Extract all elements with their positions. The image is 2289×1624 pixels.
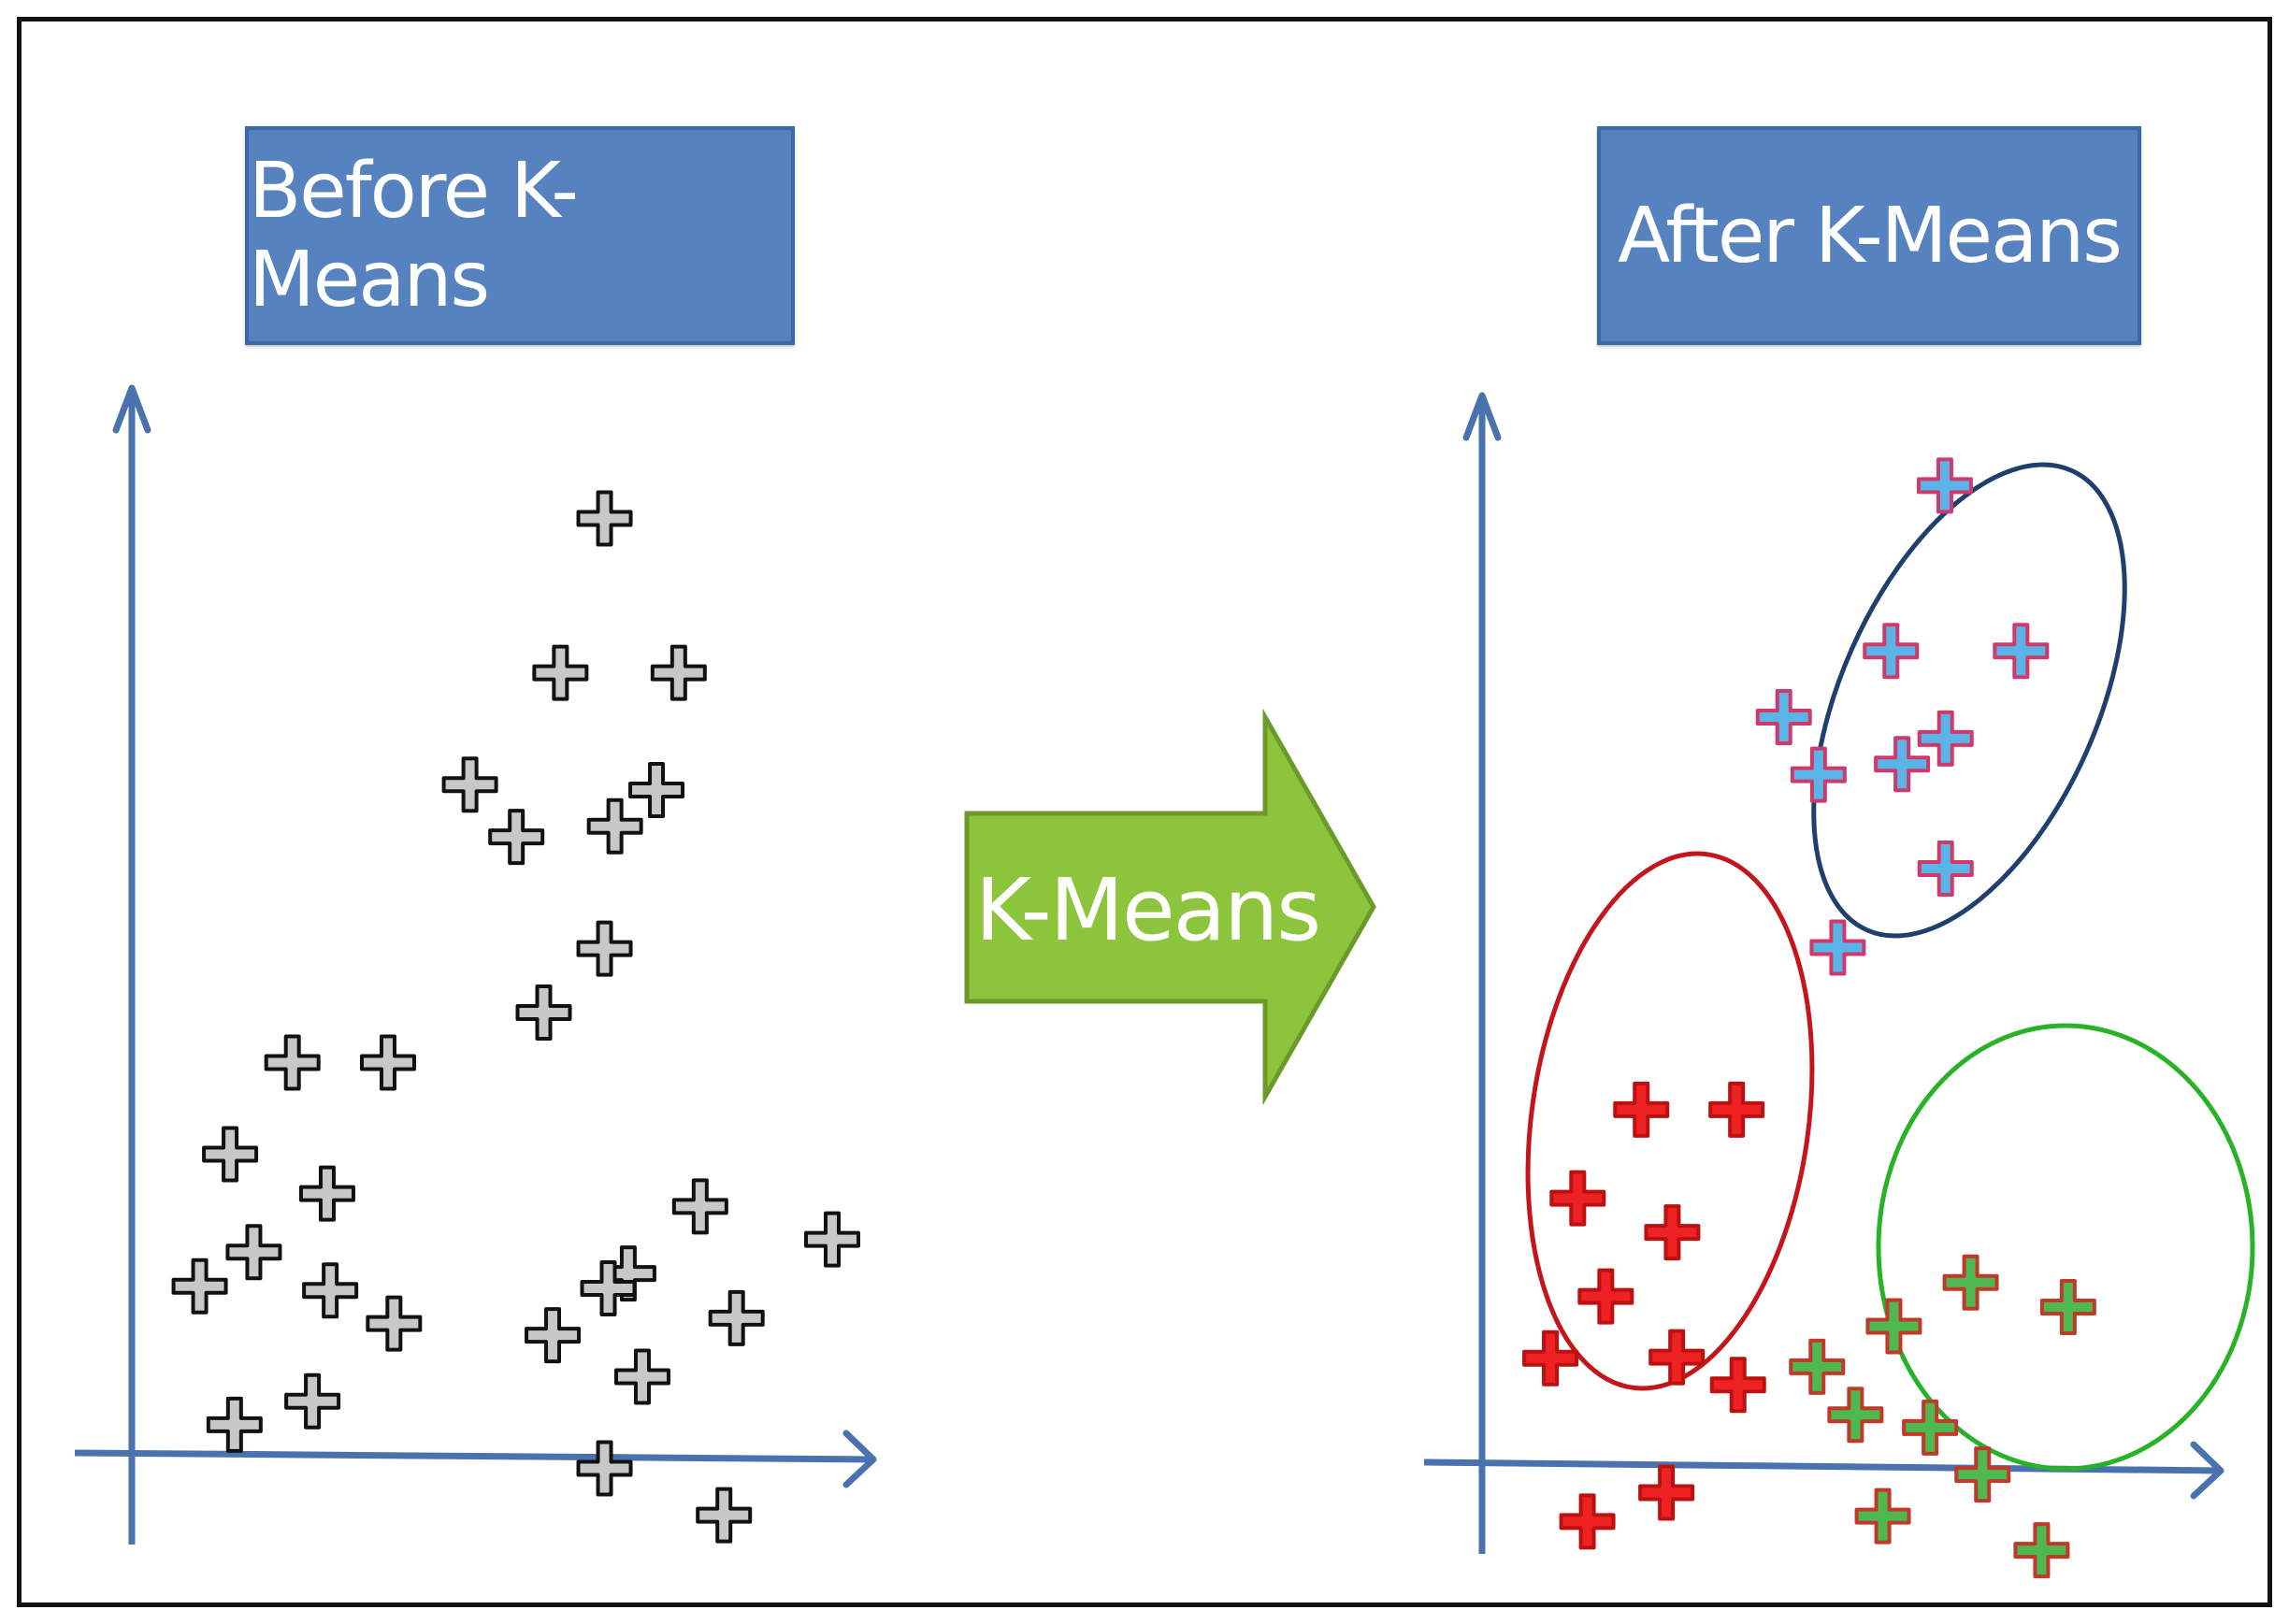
green-cluster-point	[1942, 1254, 1999, 1311]
before-data-point	[532, 644, 589, 701]
before-data-point	[650, 644, 707, 701]
blue-cluster-point	[1916, 457, 1973, 514]
green-cluster-point	[1865, 1298, 1922, 1355]
blue-cluster-point	[1917, 710, 1974, 767]
blue-cluster-point	[1874, 736, 1931, 793]
after-x-axis-arrowhead	[2190, 1441, 2224, 1500]
blue-cluster-point	[1863, 623, 1920, 680]
red-cluster-point	[1709, 1357, 1766, 1414]
kmeans-arrow	[964, 708, 1376, 1106]
before-data-point	[628, 761, 685, 818]
before-data-point	[441, 756, 498, 813]
before-y-axis-arrowhead	[112, 384, 151, 434]
before-data-point	[298, 1165, 355, 1222]
before-data-point	[302, 1262, 359, 1319]
before-data-point	[671, 1178, 728, 1235]
blue-cluster-point	[1993, 623, 2050, 680]
red-cluster-point	[1522, 1329, 1579, 1387]
after-y-axis-arrowhead	[1462, 392, 1502, 441]
before-data-point	[225, 1224, 282, 1281]
green-cluster-point	[1902, 1399, 1959, 1456]
before-data-point	[264, 1034, 321, 1091]
blue-cluster-ellipse	[1811, 462, 2127, 939]
red-cluster-point	[1613, 1081, 1670, 1138]
before-data-point	[576, 1440, 633, 1497]
before-points	[171, 490, 860, 1544]
before-data-point	[515, 984, 572, 1042]
before-data-point	[206, 1396, 263, 1453]
red-cluster-point	[1577, 1268, 1634, 1325]
before-data-point	[696, 1487, 753, 1544]
before-data-point	[803, 1211, 860, 1268]
green-cluster-point	[1954, 1446, 2011, 1503]
green-cluster-point	[1827, 1387, 1884, 1444]
before-x-axis	[74, 1449, 874, 1463]
after-kmeans-title: After K-Means	[1597, 126, 2141, 345]
before-kmeans-title: Before K-Means	[245, 126, 795, 345]
before-x-axis-arrowhead	[842, 1430, 877, 1488]
blue-cluster-point	[1809, 919, 1866, 976]
before-data-point	[202, 1126, 259, 1183]
before-data-point	[580, 1260, 637, 1317]
before-data-point	[284, 1372, 341, 1430]
red-cluster-point	[1708, 1081, 1765, 1138]
green-cluster-point	[1789, 1338, 1846, 1395]
red-cluster-point	[1549, 1170, 1606, 1227]
before-data-point	[576, 920, 633, 977]
before-data-point	[171, 1258, 228, 1315]
kmeans-arrow-label: K-Means	[974, 859, 1321, 960]
green-cluster-ellipse	[1876, 1023, 2255, 1472]
green-cluster-point	[2013, 1522, 2070, 1579]
after-points	[1522, 457, 2096, 1579]
before-data-point	[586, 798, 643, 855]
red-cluster-ellipse	[1525, 851, 1815, 1391]
red-cluster-point	[1638, 1464, 1695, 1521]
red-cluster-point	[1644, 1204, 1701, 1261]
red-cluster-point	[1559, 1493, 1616, 1550]
blue-cluster-point	[1917, 841, 1974, 898]
before-data-point	[708, 1289, 765, 1346]
before-data-point	[366, 1295, 423, 1352]
green-cluster-point	[1854, 1487, 1911, 1545]
before-data-point	[613, 1348, 670, 1405]
before-axes	[74, 384, 877, 1545]
blue-cluster-point	[1755, 689, 1812, 746]
cluster-ellipses	[1525, 462, 2255, 1472]
blue-cluster-point	[1790, 746, 1847, 803]
before-data-point	[576, 490, 633, 547]
red-cluster-point	[1648, 1329, 1706, 1386]
before-data-point	[525, 1307, 582, 1364]
green-cluster-point	[2039, 1278, 2096, 1335]
before-data-point	[359, 1034, 416, 1091]
before-data-point	[488, 809, 545, 866]
